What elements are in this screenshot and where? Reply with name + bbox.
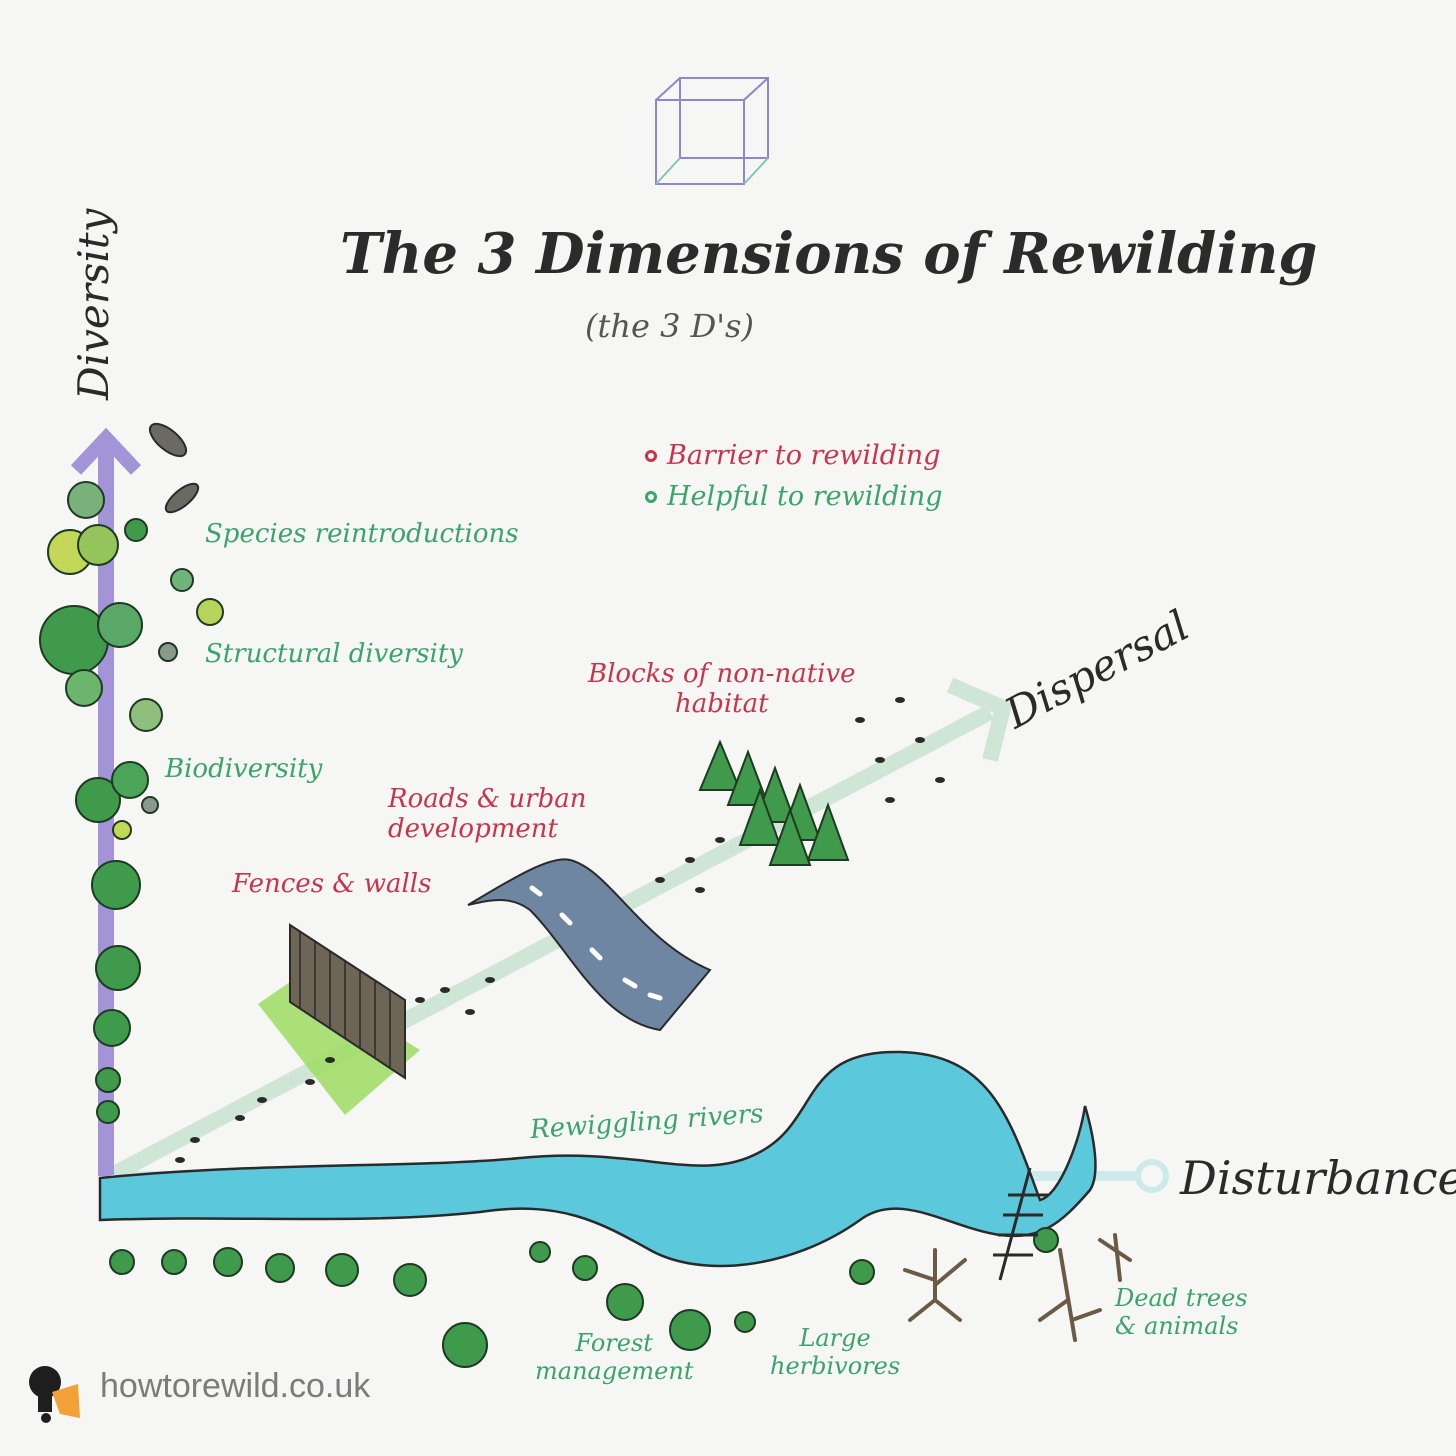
- legend-helpful-label: Helpful to rewilding: [667, 481, 943, 512]
- label-forest-management: Forest management: [535, 1329, 694, 1385]
- label-biodiversity: Biodiversity: [165, 754, 323, 784]
- legend-barrier-label: Barrier to rewilding: [667, 440, 941, 471]
- river: [98, 1050, 1097, 1268]
- label-forest-line2: management: [535, 1356, 694, 1385]
- brand-website: howtorewild.co.uk: [100, 1366, 371, 1405]
- helpful-dot-icon: [645, 490, 657, 503]
- label-dead-line1: Dead trees: [1115, 1284, 1248, 1312]
- fence-illustration: [258, 923, 420, 1115]
- axis-label-diversity: Diversity: [69, 208, 118, 400]
- label-herbivores-line1: Large: [799, 1324, 871, 1352]
- legend-item-barrier: Barrier to rewilding: [645, 440, 943, 471]
- label-roads-line1: Roads & urban: [388, 784, 587, 814]
- cube-icon: [655, 77, 769, 185]
- logo-icon: [29, 1366, 80, 1423]
- label-species-reintroductions: Species reintroductions: [205, 519, 519, 549]
- fallen-log: [993, 1167, 1048, 1281]
- label-dead-line2: & animals: [1115, 1311, 1239, 1340]
- label-blocks-line1: Blocks of non-native: [588, 659, 856, 689]
- page-title: The 3 Dimensions of Rewilding: [340, 221, 1318, 287]
- label-fences-walls: Fences & walls: [232, 869, 432, 899]
- label-dead-trees-animals: Dead trees & animals: [1115, 1284, 1248, 1340]
- horizontal-bushes: [109, 1227, 1059, 1368]
- legend-item-helpful: Helpful to rewilding: [645, 481, 943, 512]
- label-roads-urban: Roads & urban development: [388, 784, 587, 845]
- label-structural-diversity: Structural diversity: [205, 639, 463, 669]
- vertical-bushes: [39, 481, 224, 1124]
- brand-footer: howtorewild.co.uk: [22, 1356, 370, 1416]
- label-non-native-habitat: Blocks of non-native habitat: [588, 659, 856, 720]
- axis-label-disturbance: Disturbance: [1180, 1151, 1456, 1205]
- label-large-herbivores: Large herbivores: [770, 1324, 901, 1380]
- label-blocks-line2: habitat: [674, 688, 769, 719]
- label-forest-line1: Forest: [575, 1329, 653, 1357]
- brand-logo-spacer: [22, 1356, 82, 1416]
- label-herbivores-line2: herbivores: [770, 1351, 901, 1380]
- dispersal-axis: [106, 677, 1013, 1184]
- footprints: [175, 697, 945, 1163]
- conifer-block: [698, 739, 850, 866]
- page-subtitle: (the 3 D's): [585, 307, 754, 345]
- label-roads-line2: development: [388, 813, 558, 844]
- animal-icons: [148, 422, 200, 514]
- dead-tree-illustration: [903, 1233, 1132, 1342]
- barrier-dot-icon: [645, 449, 657, 462]
- road-illustration: [467, 858, 712, 1032]
- legend: Barrier to rewilding Helpful to rewildin…: [645, 440, 943, 522]
